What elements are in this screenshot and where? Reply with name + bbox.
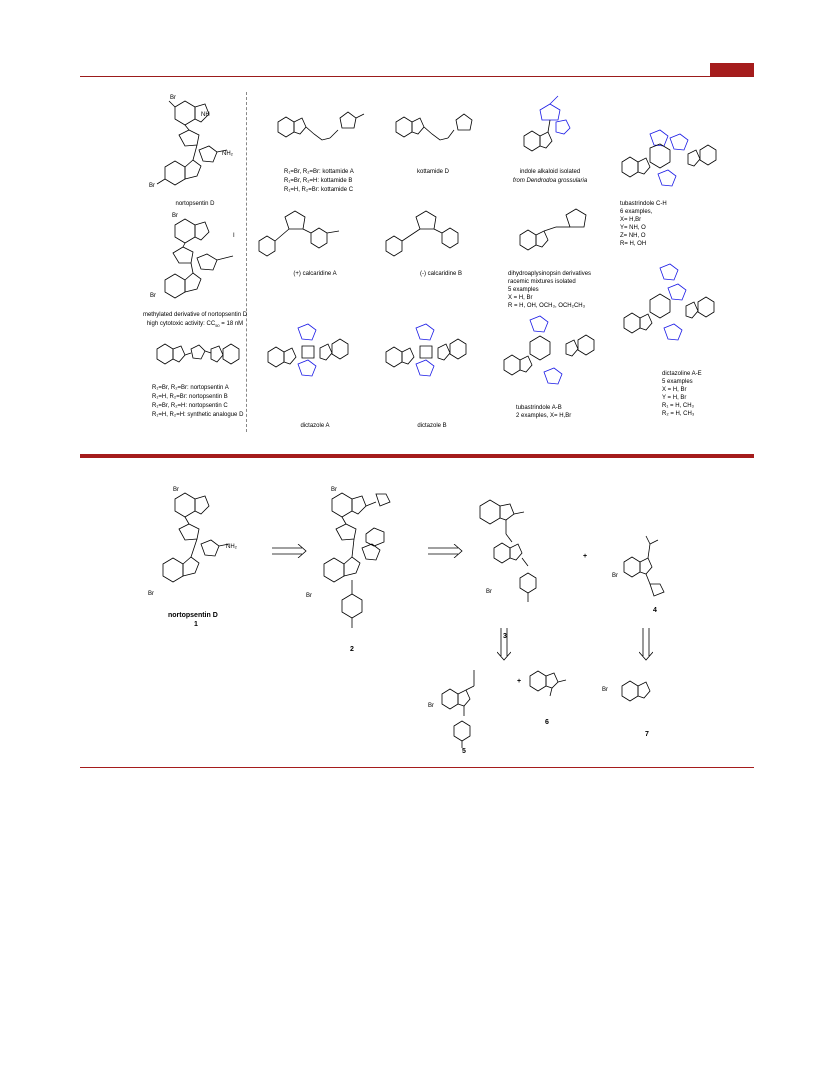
label-br: Br: [172, 213, 178, 219]
caption-kottamide-d: kottamide D: [416, 169, 449, 175]
retrosynthesis-arrow-down: [497, 628, 511, 661]
dictazoline-structure: [623, 263, 715, 341]
compound-6-structure: [529, 670, 567, 697]
tubastrindole-ch-line4: Y= NH, O: [620, 225, 646, 231]
compound-5-structure: [441, 670, 475, 748]
compound-5-number: 5: [462, 748, 466, 755]
compound-1-name: nortopsentin D: [168, 612, 218, 619]
label-br: Br: [428, 703, 434, 709]
dihydro-line5: R = H, OH, OCH₃, OCH₂CH₃: [508, 303, 586, 309]
label-br: Br: [173, 487, 179, 493]
dictazoline-line4: Y = H, Br: [662, 395, 687, 401]
tubastrindole-ab-structure: [503, 315, 595, 385]
tubastrindole-ch-line2: 6 examples,: [620, 209, 653, 215]
kottamide-structure: [277, 111, 365, 141]
caption-dictazole-b: dictazole B: [417, 423, 447, 429]
label-br: Br: [486, 589, 492, 595]
compound-4-number: 4: [653, 607, 657, 614]
tubastrindole-ab-line1: tubastrindole A-B: [516, 405, 562, 411]
kottamide-d-structure: [395, 113, 473, 141]
dictazoline-line1: dictazoline A-E: [662, 371, 702, 377]
plus-sign: +: [517, 678, 522, 685]
tubastrindole-ch-title: tubastrindole C-H: [620, 201, 667, 207]
caption-methylated-2: high cytotoxic activity: CC50 = 18 nM: [146, 321, 244, 329]
label-br: Br: [150, 293, 156, 299]
label-iodide: I: [233, 233, 235, 239]
label-br: Br: [148, 591, 154, 597]
label-nh2: NH₂: [222, 151, 233, 157]
dictazole-b-structure: [385, 323, 467, 377]
dihydro-line1: dihydroaplysinopsin derivatives: [508, 271, 592, 277]
scheme-divider: [80, 454, 754, 458]
retrosynthesis-arrow-down: [639, 628, 653, 661]
dihydro-line4: X = H, Br: [508, 295, 533, 301]
nortopsentin-list-d: R₁=H, R₂=H: synthetic analogue D: [152, 412, 244, 418]
label-br: Br: [306, 593, 312, 599]
indole-alkaloid-structure: [523, 95, 571, 152]
dictazoline-line5: R₁ = H, CH₃: [662, 403, 694, 409]
kottamide-list-b: R₁=Br, R₂=H: kottamide B: [284, 178, 353, 184]
compound-1-structure: [162, 492, 230, 583]
label-br: Br: [331, 487, 337, 493]
calcaridine-b-structure: [385, 210, 459, 257]
nortopsentin-list-b: R₁=H, R₂=Br: nortopsentin B: [152, 394, 228, 400]
tubastrindole-ch-line6: R= H, OH: [620, 241, 647, 247]
section-divider: [246, 92, 247, 432]
compound-4-structure: [623, 535, 665, 597]
plus-sign: +: [583, 553, 588, 560]
header-rule: [80, 76, 754, 77]
header-tab: [710, 63, 754, 76]
kottamide-list-a: R₁=Br, R₂=Br: kottamide A: [284, 169, 354, 175]
nortopsentin-d-structure: [156, 100, 228, 186]
dictazoline-line3: X = H, Br: [662, 387, 687, 393]
label-nh: NH: [201, 112, 210, 118]
label-br: Br: [170, 95, 176, 101]
retrosynthesis-arrow: [428, 544, 463, 558]
tubastrindole-ab-line2: 2 examples, X= H,Br: [516, 413, 572, 419]
dihydro-line2: racemic mixtures isolated: [508, 279, 576, 285]
label-br: Br: [612, 573, 618, 579]
compound-7-structure: [621, 680, 651, 702]
caption-dictazole-a: dictazole A: [300, 423, 330, 429]
caption-methylated-1: methylated derivative of nortopsentin D: [142, 312, 248, 318]
compound-3-number: 3: [503, 633, 507, 640]
compound-2-structure: [323, 492, 391, 628]
retrosynthesis-arrow: [272, 544, 307, 558]
caption-calcaridine-a: (+) calcaridine A: [293, 271, 337, 277]
kottamide-list-c: R₁=H, R₂=Br: kottamide C: [284, 187, 354, 193]
compound-6-number: 6: [545, 719, 549, 726]
compound-7-number: 7: [645, 731, 649, 738]
label-br: Br: [602, 687, 608, 693]
dihydro-line3: 5 examples: [508, 287, 539, 293]
caption-indole-alkaloid-1: indole alkaloid isolated: [519, 169, 581, 175]
nortopsentin-list-a: R₁=Br, R₂=Br: nortopsentin A: [152, 385, 229, 391]
caption-indole-alkaloid-2: from Dendrodoa grossularia: [512, 178, 588, 184]
methylated-nortopsentin-structure: [164, 218, 234, 299]
nortopsentin-list-c: R₁=Br, R₂=H: nortopsentin C: [152, 403, 228, 409]
compound-2-number: 2: [350, 646, 354, 653]
dictazoline-line6: R₂ = H, CH₃: [662, 411, 695, 417]
caption-nortopsentin-d: nortopsentin D: [175, 201, 215, 207]
tubastrindole-ch-line3: X= H,Br: [620, 217, 642, 223]
dihydroaplysinopsin-structure: [519, 208, 587, 251]
caption-calcaridine-b: (-) calcaridine B: [419, 271, 462, 277]
dictazole-a-structure: [267, 323, 349, 377]
dictazoline-line2: 5 examples: [662, 379, 693, 385]
compound-3-structure: [479, 499, 537, 602]
compound-1-number: 1: [194, 621, 198, 628]
footer-rule: [80, 767, 754, 768]
tubastrindole-ch-line5: Z= NH, O: [620, 233, 646, 239]
calcaridine-a-structure: [258, 210, 340, 257]
tubastrindole-ch-structure: [621, 129, 717, 187]
label-br: Br: [149, 183, 155, 189]
label-nh2: NH₂: [226, 544, 237, 550]
nortopsentin-a-d-structure: [156, 343, 240, 365]
